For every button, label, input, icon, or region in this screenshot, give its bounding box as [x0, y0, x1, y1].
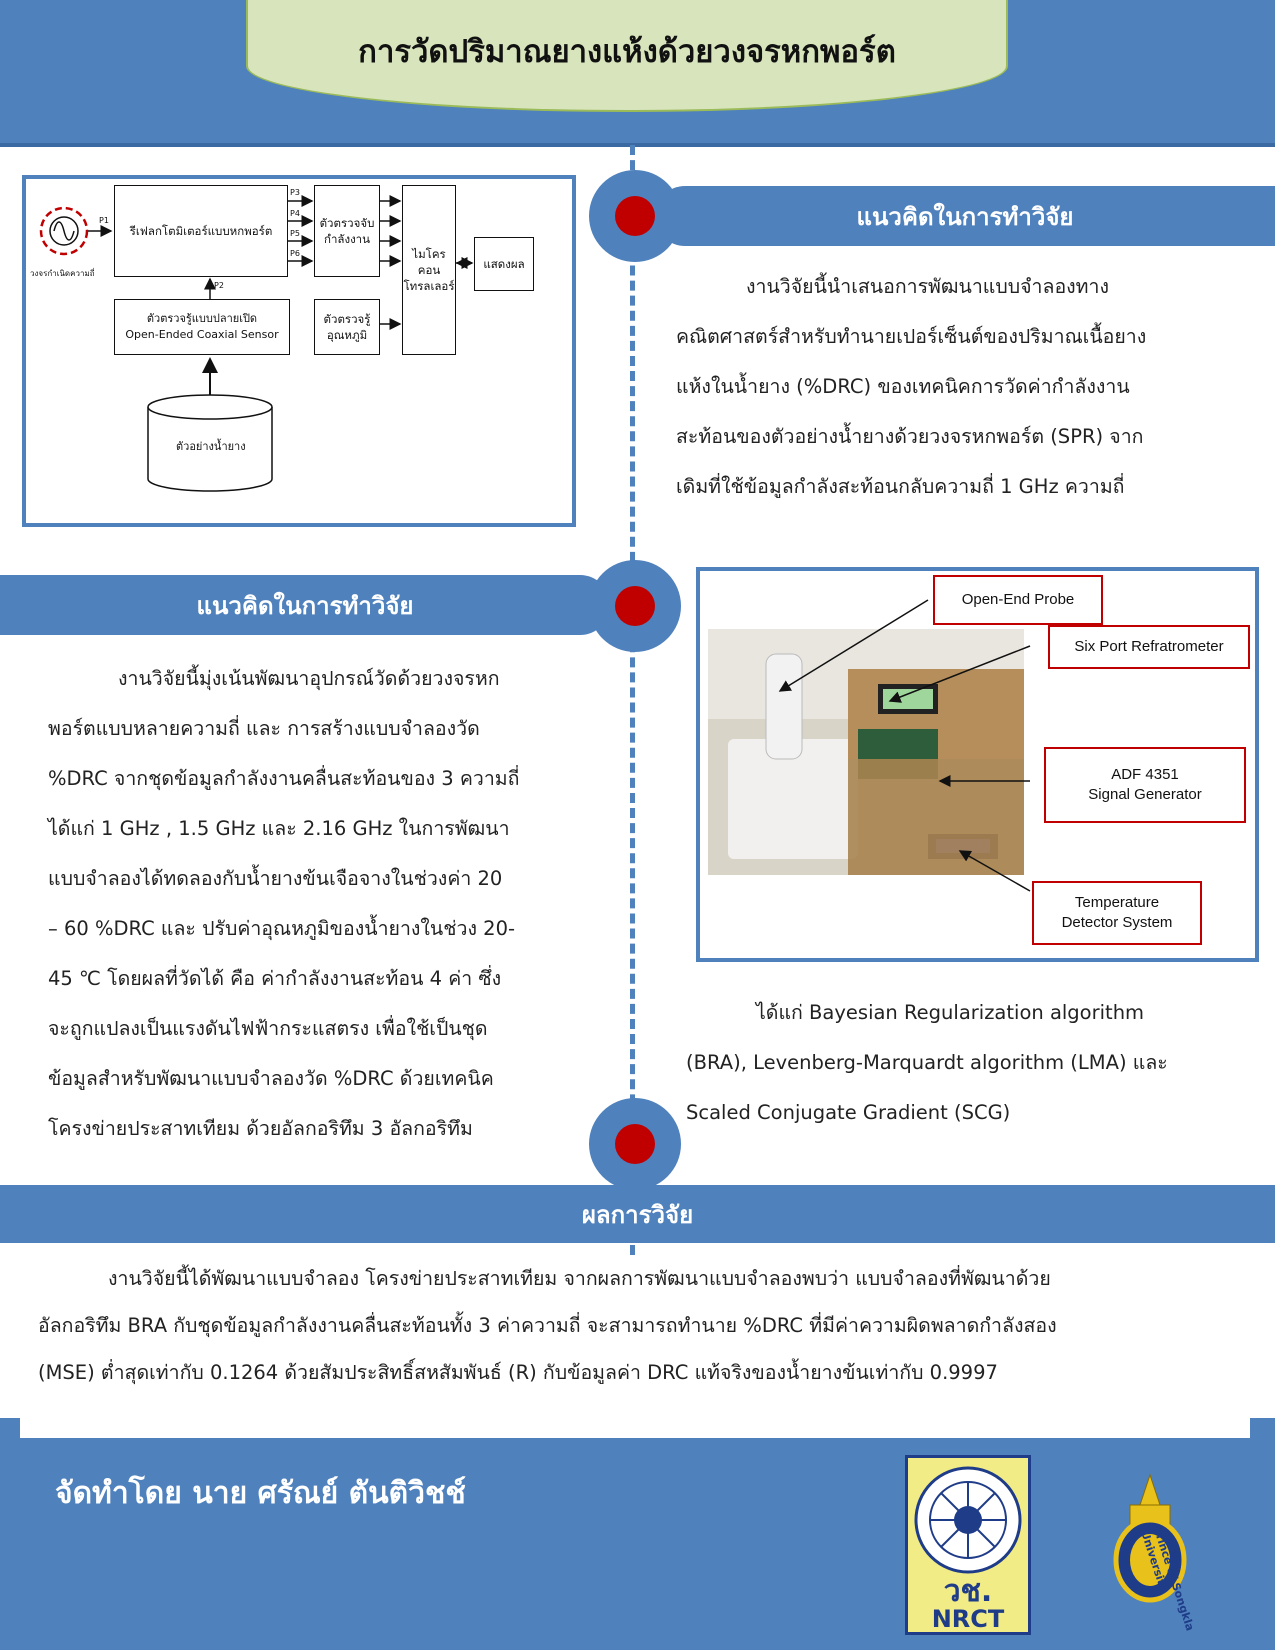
- text-line: งานวิจัยนี้นำเสนอการพัฒนาแบบจำลองทาง: [746, 275, 1110, 298]
- port-p6-label: P6: [290, 249, 300, 258]
- setup-photo: [708, 629, 1024, 875]
- text-line: (MSE) ต่ำสุดเท่ากับ 0.1264 ด้วยสัมประสิท…: [38, 1361, 998, 1384]
- text-line: Scaled Conjugate Gradient (SCG): [686, 1101, 1011, 1124]
- text-line: ได้แก่ Bayesian Regularization algorithm: [756, 1001, 1145, 1024]
- port-p2-label: P2: [214, 281, 224, 290]
- display-block: แสดงผล: [474, 237, 534, 291]
- source-ring: [39, 206, 89, 256]
- setup-photo-frame: Open-End Probe Six Port Refratrometer AD…: [696, 567, 1259, 962]
- psu-logo: Prince of Songkla University: [1075, 1465, 1225, 1645]
- text-line: 45 ℃ โดยผลที่วัดได้ คือ ค่ากำลังงานสะท้อ…: [48, 967, 502, 990]
- footer-band: [0, 1418, 1275, 1650]
- port-p5-label: P5: [290, 229, 300, 238]
- nrct-en-label: NRCT: [931, 1605, 1005, 1633]
- results-paragraph: งานวิจัยนี้ได้พัฒนาแบบจำลอง โครงข่ายประส…: [38, 1255, 1234, 1396]
- sample-label: ตัวอย่างน้ำยาง: [176, 440, 246, 453]
- callout-arrows: [778, 599, 1031, 892]
- nrct-thai-label: วช.: [943, 1574, 993, 1609]
- power-detector-block: ตัวตรวจจับ กำลังงาน: [314, 185, 380, 277]
- text-line: (BRA), Levenberg-Marquardt algorithm (LM…: [686, 1051, 1168, 1074]
- text-line: อัลกอริทึม BRA กับชุดข้อมูลกำลังงานคลื่น…: [38, 1314, 1057, 1337]
- method-paragraph-left: งานวิจัยนี้มุ่งเน้นพัฒนาอุปกรณ์วัดด้วยวง…: [48, 654, 596, 1154]
- text-line: งานวิจัยนี้มุ่งเน้นพัฒนาอุปกรณ์วัดด้วยวง…: [118, 667, 500, 690]
- footer-white-strip: [20, 1390, 1250, 1438]
- author-credit: จัดทำโดย นาย ศรัณย์ ตันติวิชช์: [55, 1476, 466, 1511]
- algorithms-paragraph-right: ได้แก่ Bayesian Regularization algorithm…: [686, 988, 1236, 1138]
- text-line: พอร์ตแบบหลายความถี่ และ การสร้างแบบจำลอง…: [48, 717, 480, 740]
- text-line: เดิมที่ใช้ข้อมูลกำลังสะท้อนกลับความถี่ 1…: [676, 475, 1125, 498]
- nrct-logo: วช. NRCT: [905, 1455, 1031, 1635]
- text-line: %DRC จากชุดข้อมูลกำลังงานคลื่นสะท้อนของ …: [48, 767, 520, 790]
- text-line: แบบจำลองได้ทดลองกับน้ำยางข้นเจือจางในช่ว…: [48, 867, 503, 890]
- text-line: งานวิจัยนี้ได้พัฒนาแบบจำลอง โครงข่ายประส…: [108, 1267, 1051, 1290]
- text-line: ได้แก่ 1 GHz , 1.5 GHz และ 2.16 GHz ในกา…: [48, 817, 510, 840]
- port-p4-label: P4: [290, 209, 300, 218]
- callout-temperature: Temperature Detector System: [1032, 881, 1202, 945]
- callout-refratrometer: Six Port Refratrometer: [1048, 625, 1250, 669]
- title-banner: การวัดปริมาณยางแห้งด้วยวงจรหกพอร์ต: [246, 0, 1008, 112]
- callout-probe: Open-End Probe: [933, 575, 1103, 625]
- block-diagram: วงจรกำเนิดความถี่ P1 P3 P4 P5 P6 P2 รีเฟ…: [22, 175, 576, 527]
- text-line: จะถูกแปลงเป็นแรงดันไฟฟ้ากระแสตรง เพื่อใช…: [48, 1017, 488, 1040]
- sensor-block: ตัวตรวจรู้แบบปลายเปิด Open-Ended Coaxial…: [114, 299, 290, 355]
- temperature-sensor-block: ตัวตรวจรู้ อุณหภูมิ: [314, 299, 380, 355]
- port-p3-label: P3: [290, 188, 300, 197]
- section-heading-right: แนวคิดในการทำวิจัย: [655, 186, 1275, 246]
- microcontroller-block: ไมโครคอน โทรลเลอร์: [402, 185, 456, 355]
- psu-crest-icon: [1113, 1473, 1187, 1603]
- source-label: วงจรกำเนิดความถี่: [30, 269, 95, 278]
- port-p1-label: P1: [99, 216, 109, 225]
- text-line: แห้งในน้ำยาง (%DRC) ของเทคนิคการวัดค่ากำ…: [676, 375, 1130, 398]
- photo-illustration: [708, 629, 1024, 875]
- intro-paragraph-right: งานวิจัยนี้นำเสนอการพัฒนาแบบจำลองทาง คณิ…: [676, 262, 1236, 512]
- diagram-connectors: [39, 195, 474, 492]
- text-line: คณิตศาสตร์สำหรับทำนายเปอร์เซ็นต์ของปริมา…: [676, 325, 1147, 348]
- text-line: สะท้อนของตัวอย่างน้ำยางด้วยวงจรหกพอร์ต (…: [676, 425, 1144, 448]
- text-line: ข้อมูลสำหรับพัฒนาแบบจำลองวัด %DRC ด้วยเท…: [48, 1067, 494, 1090]
- reflectometer-block: รีเฟลกโตมิเตอร์แบบหกพอร์ต: [114, 185, 288, 277]
- page-title: การวัดปริมาณยางแห้งด้วยวงจรหกพอร์ต: [358, 34, 896, 70]
- section-heading-left: แนวคิดในการทำวิจัย: [0, 575, 610, 635]
- section-heading-results: ผลการวิจัย: [0, 1185, 1275, 1243]
- sample-cylinder: [147, 407, 273, 492]
- center-divider: [630, 145, 635, 1255]
- text-line: โครงข่ายประสาทเทียม ด้วยอัลกอริทึม 3 อัล…: [48, 1117, 473, 1140]
- timeline-dot-3: [589, 1098, 681, 1190]
- callout-signal-generator: ADF 4351 Signal Generator: [1044, 747, 1246, 823]
- text-line: – 60 %DRC และ ปรับค่าอุณหภูมิของน้ำยางใน…: [48, 917, 516, 940]
- nrct-seal-icon: [914, 1466, 1022, 1574]
